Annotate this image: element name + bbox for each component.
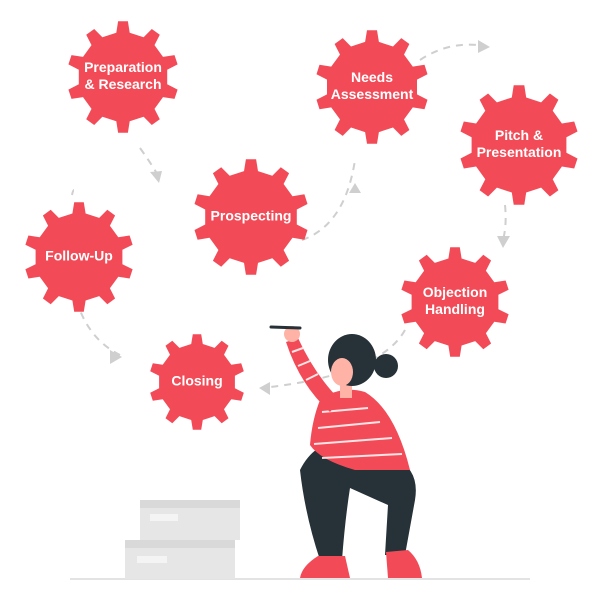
arrow-prospecting-to-needs <box>349 183 361 193</box>
connector-prep-to-prospecting <box>139 147 157 173</box>
arrow-objection-to-closing <box>259 382 270 395</box>
gear-label-needs-line-2: Assessment <box>331 86 414 102</box>
connector-followup-loop <box>71 189 75 196</box>
connector-arrows <box>71 40 510 395</box>
connector-objection-to-closing <box>261 329 406 389</box>
arrow-closing-to-followup <box>110 350 122 364</box>
connector-prospecting-to-needs <box>301 159 356 241</box>
gear-label-pitch-line-2: Presentation <box>477 144 562 160</box>
gear-label-objection-line-1: Objection <box>423 284 488 300</box>
connector-needs-to-pitch <box>419 43 486 61</box>
gear-followup: Follow-Up <box>25 202 133 312</box>
arrow-prep-to-prospecting <box>150 171 162 183</box>
connector-pitch-to-objection <box>502 204 507 241</box>
gear-label-objection-line-2: Handling <box>425 301 485 317</box>
gear-prospecting: Prospecting <box>194 159 308 275</box>
gear-label-prospecting-line-1: Prospecting <box>211 208 292 224</box>
gear-closing: Closing <box>150 334 244 430</box>
gear-pitch: Pitch &Presentation <box>460 85 578 205</box>
arrow-needs-to-pitch <box>478 40 490 53</box>
connector-closing-to-followup <box>77 304 121 356</box>
gear-label-preparation-line-1: Preparation <box>84 59 162 75</box>
arrow-pitch-to-objection <box>497 236 510 248</box>
gear-label-followup-line-1: Follow-Up <box>45 248 113 264</box>
woman-drawing-icon <box>269 325 422 578</box>
gear-preparation: Preparation& Research <box>68 21 178 133</box>
gear-label-closing-line-1: Closing <box>171 373 222 389</box>
gear-label-needs-line-1: Needs <box>351 69 393 85</box>
gear-label-pitch-line-1: Pitch & <box>495 127 543 143</box>
marker-pen-icon <box>269 325 302 330</box>
gear-label-preparation-line-2: & Research <box>84 76 161 92</box>
storage-boxes-icon <box>125 500 240 579</box>
